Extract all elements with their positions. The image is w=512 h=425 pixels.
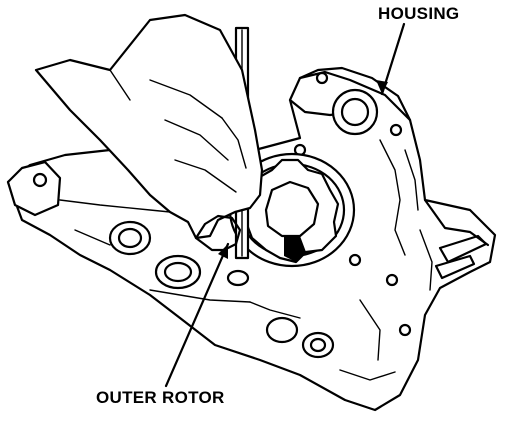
housing-leader [376, 22, 406, 96]
outer-rotor [244, 158, 340, 264]
outer-rotor-label: OUTER ROTOR [96, 388, 225, 407]
outer-rotor-leader [164, 242, 230, 388]
housing-label: HOUSING [378, 4, 460, 23]
hand [34, 13, 264, 252]
